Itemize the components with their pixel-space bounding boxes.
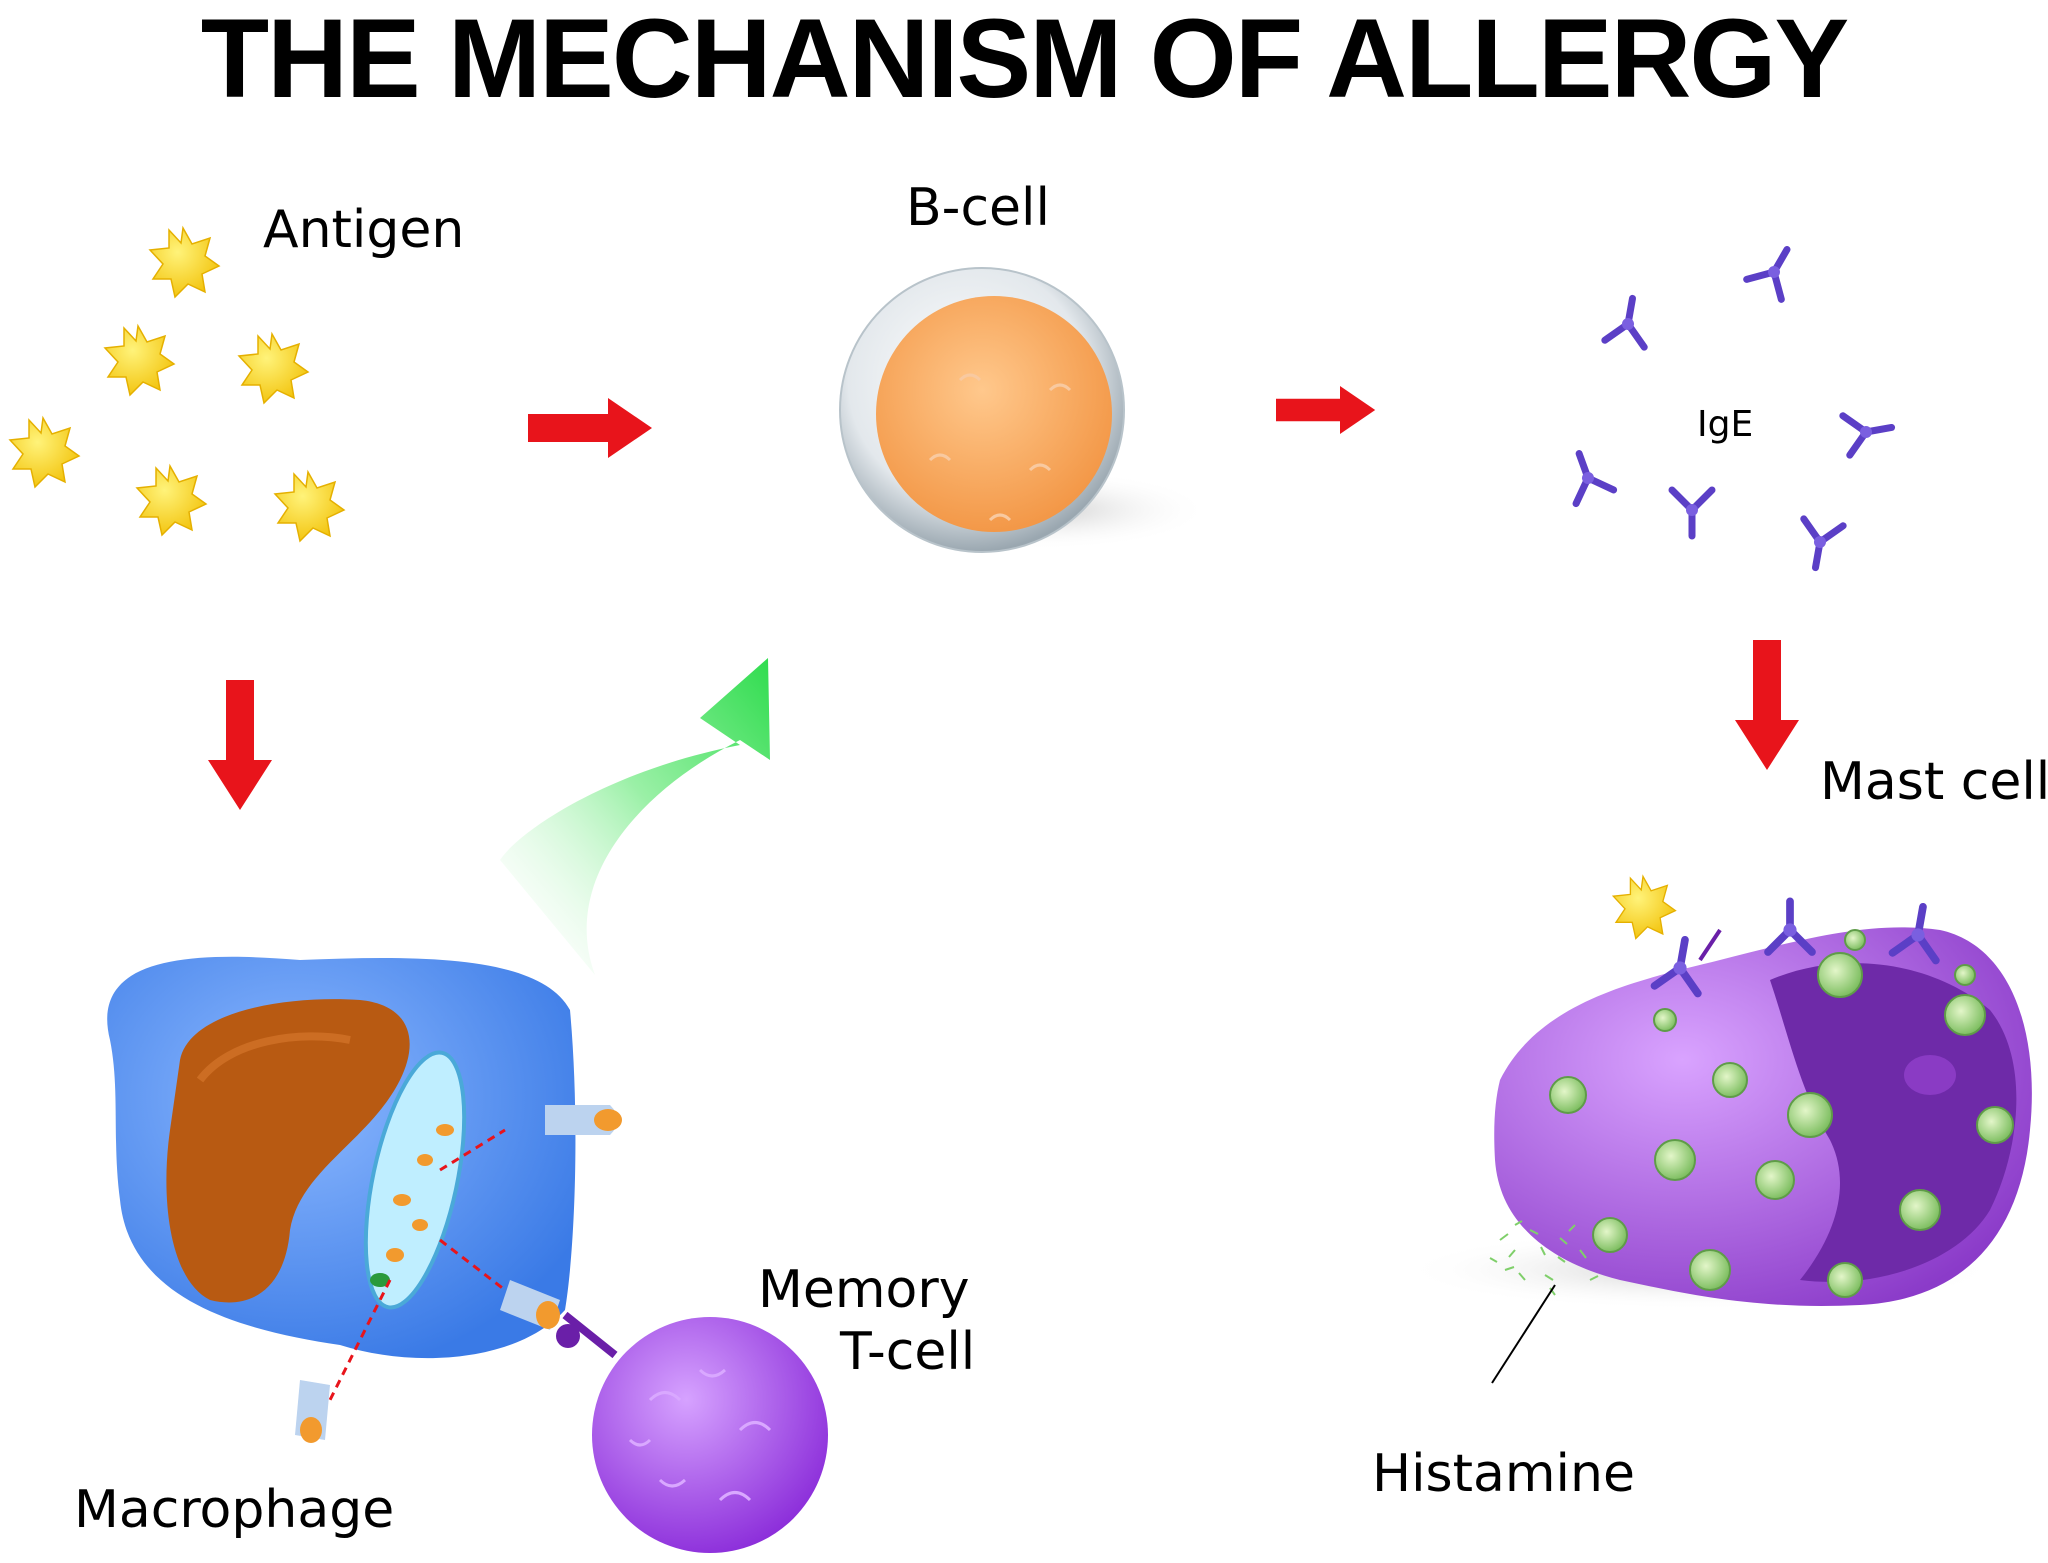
arrow-antigen-to-bcell: [528, 398, 652, 458]
antigen-group: [9, 227, 345, 542]
memory-t-cell-label-line1: Memory: [758, 1260, 970, 1320]
ige-label: IgE: [1697, 404, 1754, 445]
antigen-particle: [136, 465, 207, 536]
diagram-title: THE MECHANISM OF ALLERGY: [200, 0, 1850, 121]
antigen-particle: [238, 333, 309, 404]
antigen-label: Antigen: [263, 200, 465, 260]
antigen-particle: [9, 417, 80, 488]
mast-cell-label: Mast cell: [1820, 752, 2048, 812]
arrow-ige-to-mastcell: [1735, 640, 1799, 770]
histamine-pointer-line: [1491, 1284, 1556, 1384]
b-cell-label: B-cell: [906, 178, 1050, 238]
ige-antibody: [1796, 519, 1843, 571]
memory-t-cell-label-line2: T-cell: [840, 1322, 976, 1382]
b-cell: [839, 267, 1210, 553]
bound-antigen: [1612, 875, 1677, 940]
ige-antibody: [1843, 408, 1895, 455]
antigen-particle: [104, 325, 175, 396]
mast-cell: [1400, 875, 2032, 1384]
ige-antibody: [1560, 447, 1613, 504]
memory-t-cell: [556, 1311, 828, 1553]
histamine-label: Histamine: [1372, 1444, 1635, 1504]
ige-antibody: [1747, 239, 1805, 299]
arrow-bcell-to-ige: [1276, 386, 1376, 434]
arrow-macrophage-to-bcell: [500, 658, 770, 975]
arrow-antigen-to-macrophage: [208, 680, 272, 810]
antigen-particle: [274, 471, 345, 542]
ige-antibody: [1605, 295, 1652, 347]
ige-antibody: [1672, 490, 1712, 536]
macrophage-label: Macrophage: [74, 1480, 395, 1540]
antigen-particle: [149, 227, 220, 298]
histamine-release: [1489, 1220, 1599, 1296]
macrophage: [107, 956, 622, 1443]
